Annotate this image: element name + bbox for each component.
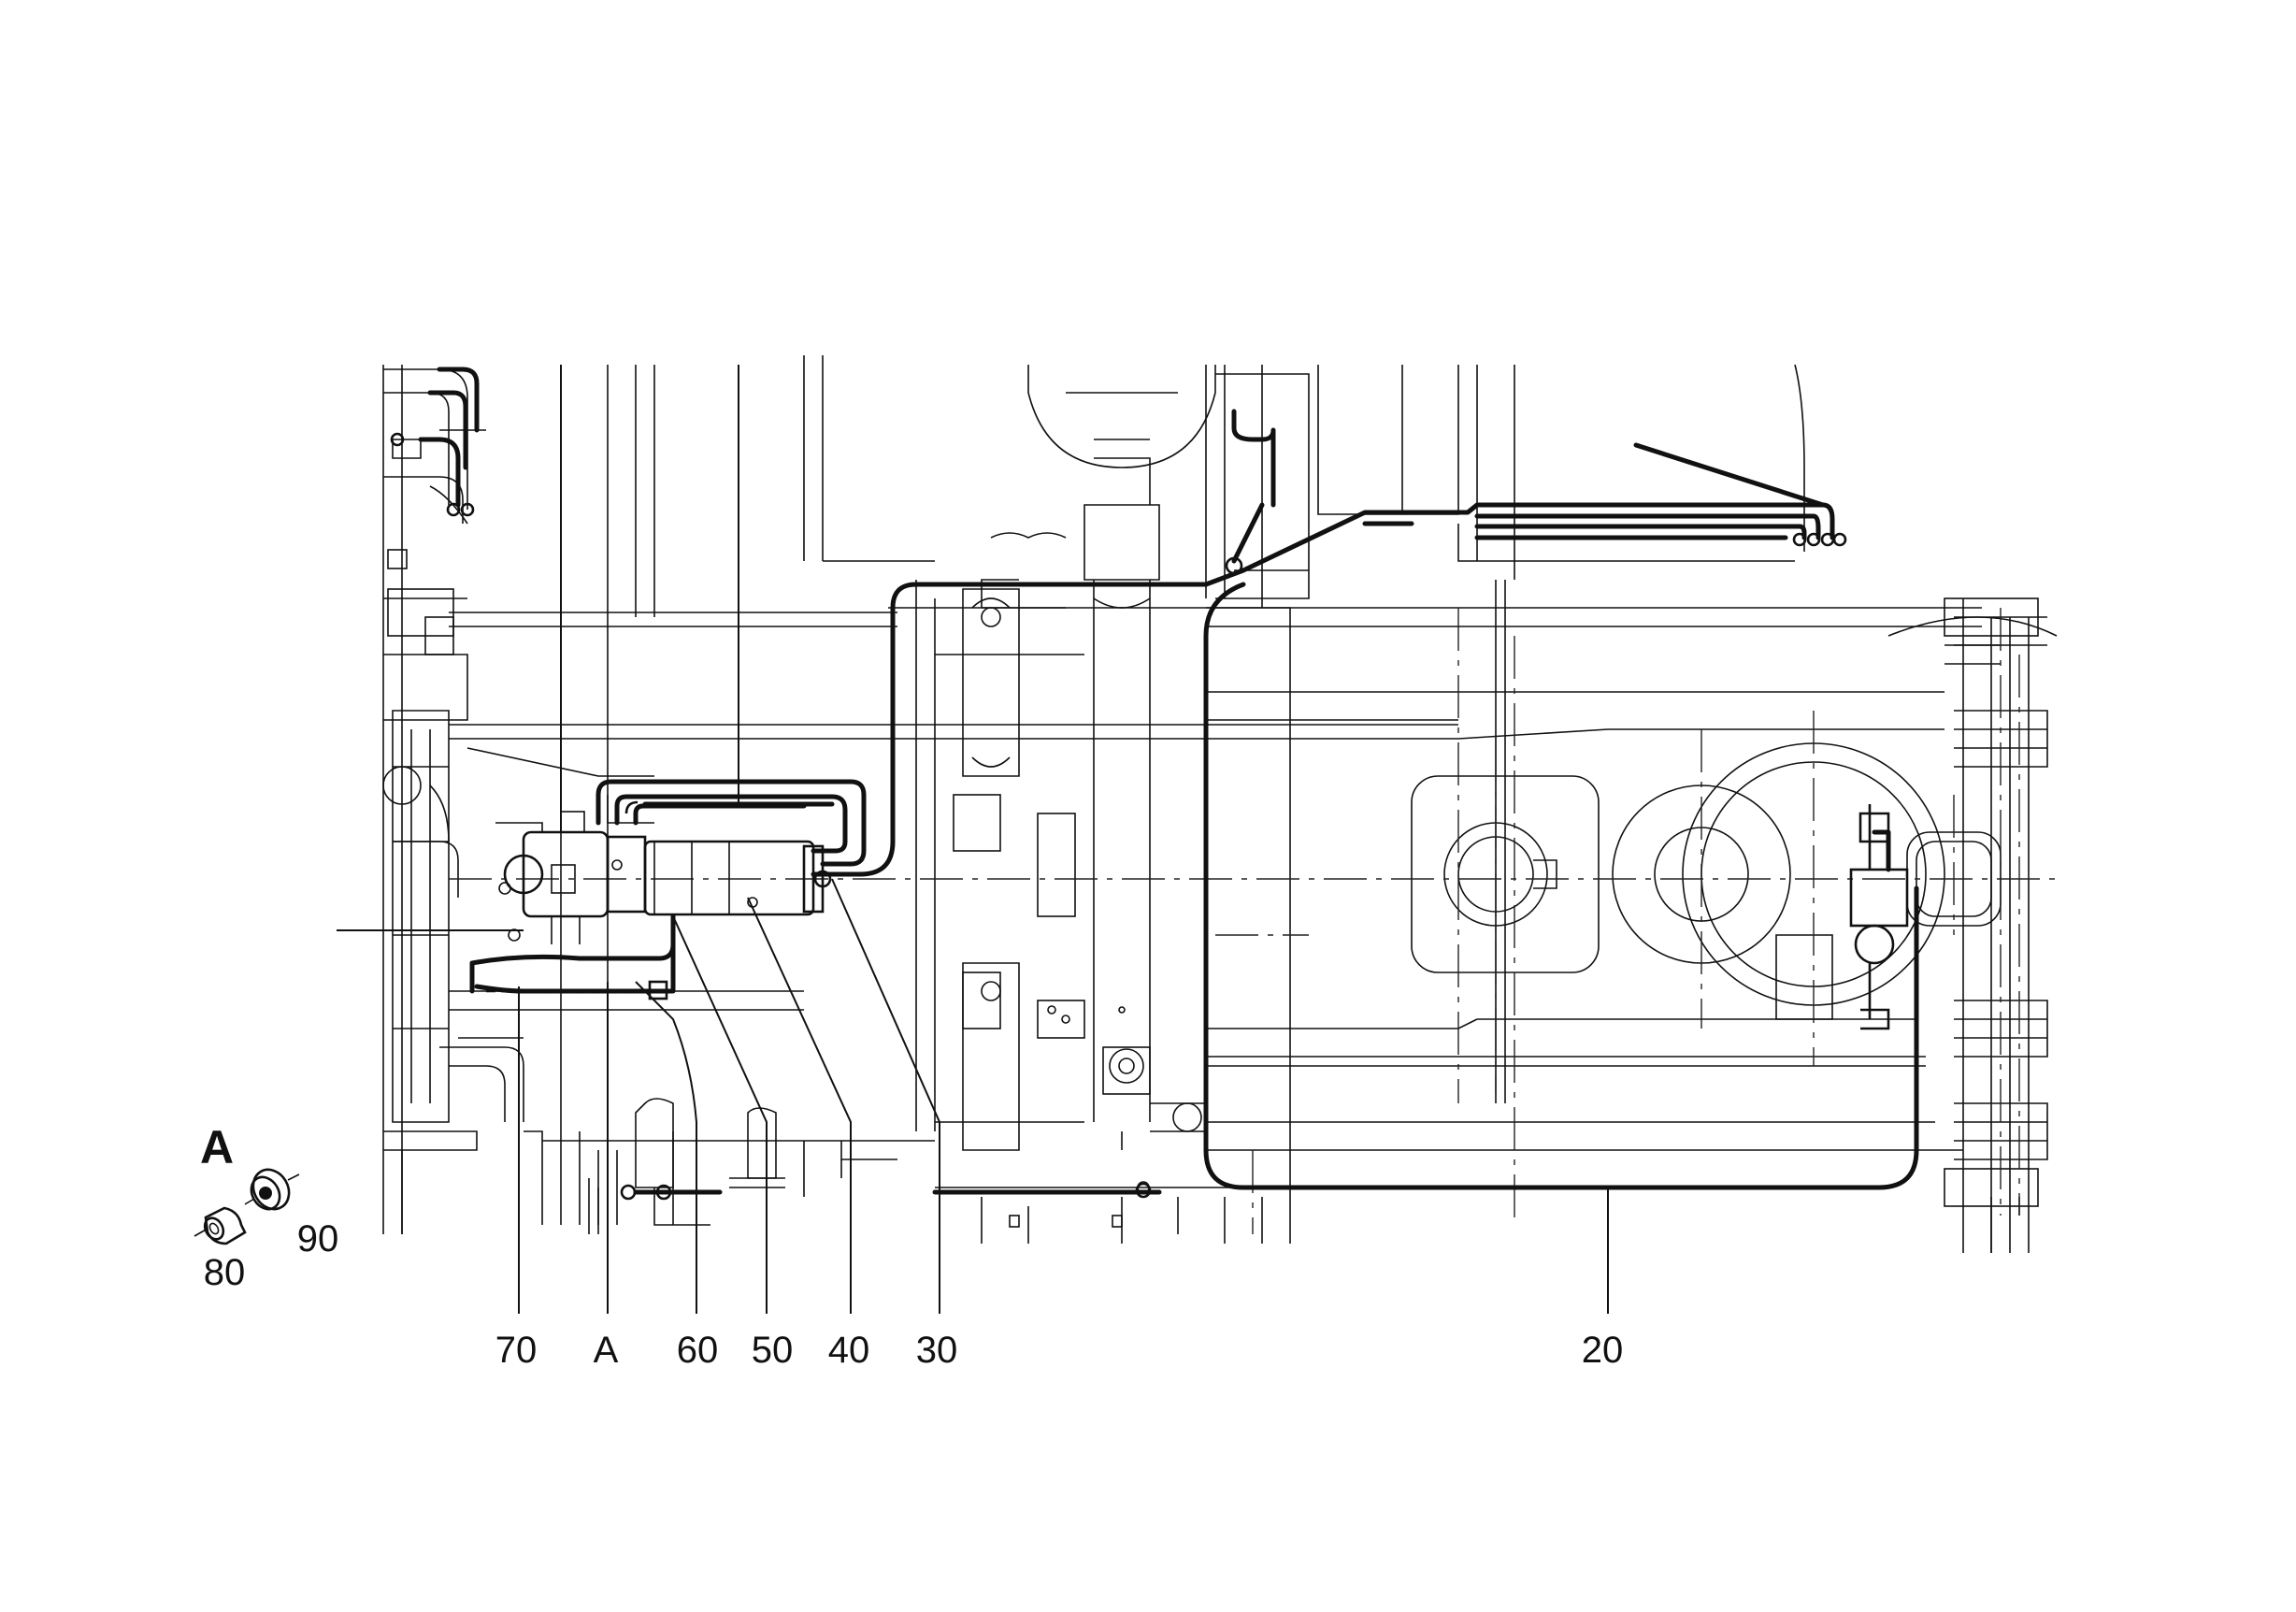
leader-lines <box>337 365 1609 1314</box>
callout-labels: 70 A 60 50 40 30 20 <box>495 1330 1624 1371</box>
detail-a-letter: A <box>200 1121 234 1173</box>
callout-60: 60 <box>677 1330 719 1371</box>
callout-30: 30 <box>916 1330 958 1371</box>
callout-80: 80 <box>204 1252 246 1293</box>
part-80-bushing <box>194 1206 247 1245</box>
callout-20: 20 <box>1582 1330 1624 1371</box>
hose-routing <box>390 367 1919 1201</box>
part-90-washer <box>244 1168 300 1211</box>
filter-assembly <box>495 795 825 944</box>
machine-outline <box>382 355 2058 1253</box>
callout-40: 40 <box>828 1330 870 1371</box>
callout-a: A <box>594 1330 619 1371</box>
callout-50: 50 <box>752 1330 794 1371</box>
center-lines <box>449 608 2057 1234</box>
callout-70: 70 <box>495 1330 538 1371</box>
detail-a: A 80 90 <box>194 1121 338 1293</box>
callout-90: 90 <box>297 1218 339 1259</box>
